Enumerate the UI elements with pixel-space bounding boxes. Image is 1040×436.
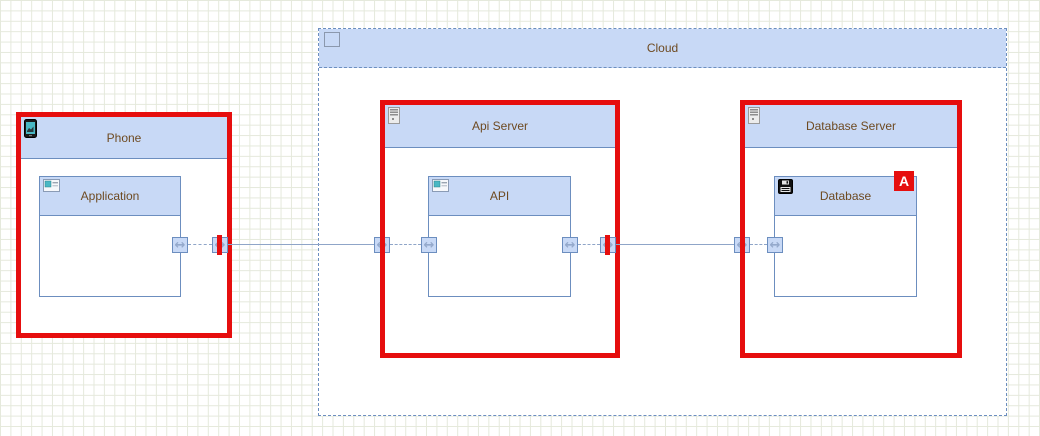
edge-api-apiserverport[interactable] [578,244,600,245]
node-api[interactable]: API [428,176,571,297]
node-database-label: Database [819,189,872,203]
group-database-server[interactable]: Database Server Database A [740,100,962,358]
node-application-header[interactable]: Application [40,177,180,216]
group-api-server[interactable]: Api Server API [380,100,620,358]
group-database-server-label: Database Server [805,119,897,133]
port-api-left-icon[interactable] [421,237,437,253]
node-api-header[interactable]: API [429,177,570,216]
group-api-server-label: Api Server [471,119,529,133]
phone-border-overlay [217,235,222,255]
port-application-right-icon[interactable] [172,237,188,253]
apiserver-border-overlay-left [380,235,385,255]
group-database-server-header[interactable]: Database Server [745,105,957,148]
node-application-label: Application [80,189,140,203]
port-api-right-icon[interactable] [562,237,578,253]
phone-icon [24,119,37,141]
node-database[interactable]: Database A [774,171,917,297]
cloud-label: Cloud [646,41,679,55]
node-application[interactable]: Application [39,176,181,297]
server-icon [388,107,400,127]
group-api-server-header[interactable]: Api Server [385,105,615,148]
apiserver-border-overlay-right [605,235,610,255]
application-window-icon [43,179,60,195]
collapse-toggle[interactable] [324,32,340,47]
edge-apiserverport-api[interactable] [390,244,421,245]
validation-badge[interactable]: A [894,171,914,191]
group-phone-label: Phone [106,130,142,145]
group-phone[interactable]: Phone Application [16,112,232,338]
edge-phone-apiserver[interactable] [228,244,374,245]
node-api-label: API [489,189,510,203]
group-phone-header[interactable]: Phone [21,117,227,159]
dbserver-border-overlay [740,235,745,255]
edge-apiserver-dbserver[interactable] [616,244,734,245]
server-icon [748,107,760,127]
cloud-container-header[interactable]: Cloud [319,29,1006,68]
floppy-disk-icon [778,179,793,197]
application-window-icon [432,179,449,195]
node-database-header[interactable]: Database A [775,171,916,216]
port-database-left-icon[interactable] [767,237,783,253]
edge-dbserverport-database[interactable] [750,244,767,245]
edge-application-phoneport[interactable] [188,244,212,245]
